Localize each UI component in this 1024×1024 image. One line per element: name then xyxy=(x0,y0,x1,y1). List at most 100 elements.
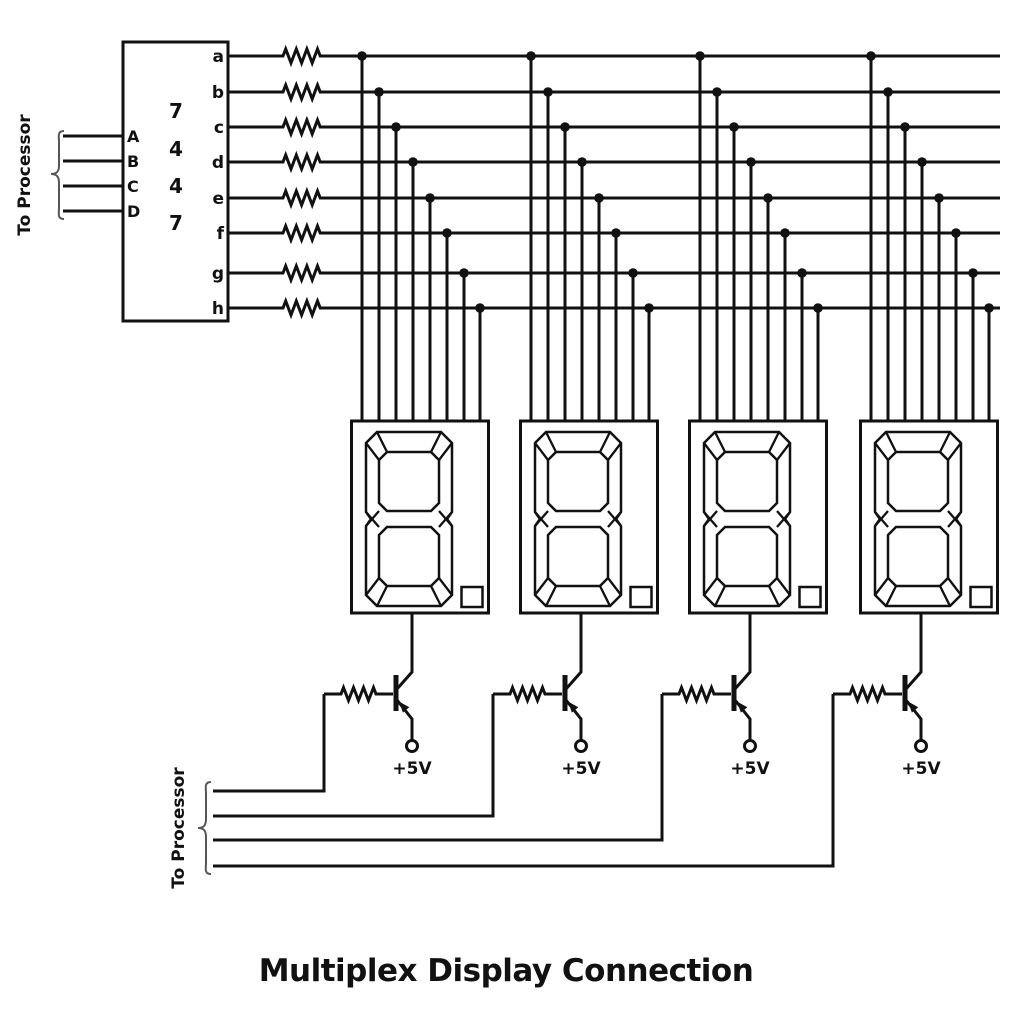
transistor-4-pnp-arrow xyxy=(908,701,919,713)
junction-dot xyxy=(594,193,604,203)
display-2-bevel-top-right-inner xyxy=(607,442,622,461)
display-4-bevel-top-right-inner xyxy=(947,442,962,461)
display-4-bevel-mid-right-b xyxy=(947,510,962,527)
output-pin-label-c: c xyxy=(214,118,224,138)
segment-bus-line-f xyxy=(228,221,1000,245)
transistor-1-collector-wire xyxy=(395,613,414,690)
display-3-bevel-mid-left-b xyxy=(703,510,718,527)
transistor-1-pnp-arrow xyxy=(399,701,410,713)
display-2-lower-window xyxy=(546,525,610,588)
transistor-2-pnp-arrow xyxy=(568,701,579,713)
junction-dot xyxy=(442,228,452,238)
junction-dot xyxy=(763,193,773,203)
transistor-4-collector-wire xyxy=(904,613,923,690)
segment-bus-line-c xyxy=(228,115,1000,139)
junction-dot xyxy=(357,51,367,61)
output-pin-label-g: g xyxy=(212,264,224,284)
display-1-bevel-mid-right-b xyxy=(438,510,453,527)
display-3-bevel-bot-right-inner xyxy=(776,577,791,596)
supply-terminal-3 xyxy=(743,739,757,753)
supply-label-1: +5V xyxy=(392,759,432,779)
display-4-bevel-bot-right-inner xyxy=(947,577,962,596)
junction-dot xyxy=(526,51,536,61)
digit-select-line-1 xyxy=(213,694,326,793)
display-3-bevel-mid-right-b xyxy=(776,510,791,527)
segment-bus-line-e xyxy=(228,186,1000,210)
junction-dot xyxy=(628,268,638,278)
junction-dot xyxy=(577,157,587,167)
decoder-chip-digit-1: 7 xyxy=(169,99,183,123)
output-pin-label-a: a xyxy=(213,47,224,67)
supply-terminal-4 xyxy=(914,739,928,753)
junction-dot xyxy=(813,303,823,313)
junction-dot xyxy=(391,122,401,132)
display-1-bevel-top-left-inner xyxy=(365,442,380,461)
junction-dot xyxy=(611,228,621,238)
diagram-title: Multiplex Display Connection xyxy=(259,953,754,989)
junction-dot xyxy=(475,303,485,313)
segment-bus-line-b xyxy=(228,80,1000,104)
supply-label-4: +5V xyxy=(901,759,941,779)
base-resistor-wire-2 xyxy=(493,683,562,705)
display-4-upper-window xyxy=(886,450,950,513)
junction-dot xyxy=(695,51,705,61)
input-pin-label-D: D xyxy=(127,202,140,221)
junction-dot xyxy=(425,193,435,203)
base-resistor-wire-1 xyxy=(324,683,393,705)
display-3-bevel-top-left-outer xyxy=(713,431,727,453)
junction-dot xyxy=(408,157,418,167)
input-pin-label-B: B xyxy=(127,152,139,171)
decoder-ic-body xyxy=(121,40,230,323)
display-4-bevel-mid-left-b xyxy=(874,510,889,527)
display-1-bevel-top-right-outer xyxy=(429,431,443,453)
display-1-bevel-bot-left-outer xyxy=(375,585,389,607)
transistor-2-collector-wire xyxy=(564,613,583,690)
display-2-bevel-bot-right-outer xyxy=(598,585,612,607)
supply-terminal-1 xyxy=(405,739,419,753)
display-2-bevel-bot-left-outer xyxy=(544,585,558,607)
display-4-bevel-top-right-outer xyxy=(938,431,952,453)
junction-dot xyxy=(900,122,910,132)
junction-dot xyxy=(374,87,384,97)
display-2-decimal-point xyxy=(629,585,653,609)
display-1-bevel-mid-left-b xyxy=(365,510,380,527)
display-3-upper-window xyxy=(715,450,779,513)
decoder-chip-digit-4: 7 xyxy=(169,211,183,235)
display-2-bevel-bot-left-inner xyxy=(534,577,549,596)
junction-dot xyxy=(866,51,876,61)
segment-bus-line-g xyxy=(228,261,1000,285)
junction-dot xyxy=(883,87,893,97)
supply-terminal-2 xyxy=(574,739,588,753)
digit-select-line-4 xyxy=(213,694,835,868)
digit-select-line-3 xyxy=(213,694,664,842)
junction-dot xyxy=(951,228,961,238)
display-1-bevel-bot-left-inner xyxy=(365,577,380,596)
display-1-bevel-top-right-inner xyxy=(438,442,453,461)
display-1-bevel-top-left-outer xyxy=(375,431,389,453)
display-4-bevel-top-left-inner xyxy=(874,442,889,461)
display-1-bevel-bot-right-inner xyxy=(438,577,453,596)
supply-label-2: +5V xyxy=(561,759,601,779)
display-4-decimal-point xyxy=(969,585,993,609)
display-2-bevel-top-left-outer xyxy=(544,431,558,453)
junction-dot xyxy=(712,87,722,97)
display-3-lower-window xyxy=(715,525,779,588)
junction-dot xyxy=(780,228,790,238)
output-pin-label-h: h xyxy=(212,299,224,319)
junction-dot xyxy=(968,268,978,278)
junction-dot xyxy=(746,157,756,167)
display-3-bevel-bot-left-outer xyxy=(713,585,727,607)
bottom-to-processor-label: To Processor xyxy=(169,767,189,889)
display-2-upper-window xyxy=(546,450,610,513)
display-1-lower-window xyxy=(377,525,441,588)
display-3-bevel-top-left-inner xyxy=(703,442,718,461)
output-pin-label-e: e xyxy=(212,189,224,209)
segment-bus-line-a xyxy=(228,44,1000,68)
segment-bus-line-d xyxy=(228,150,1000,174)
junction-dot xyxy=(797,268,807,278)
decoder-chip-digit-2: 4 xyxy=(169,137,183,161)
transistor-3-collector-wire xyxy=(733,613,752,690)
